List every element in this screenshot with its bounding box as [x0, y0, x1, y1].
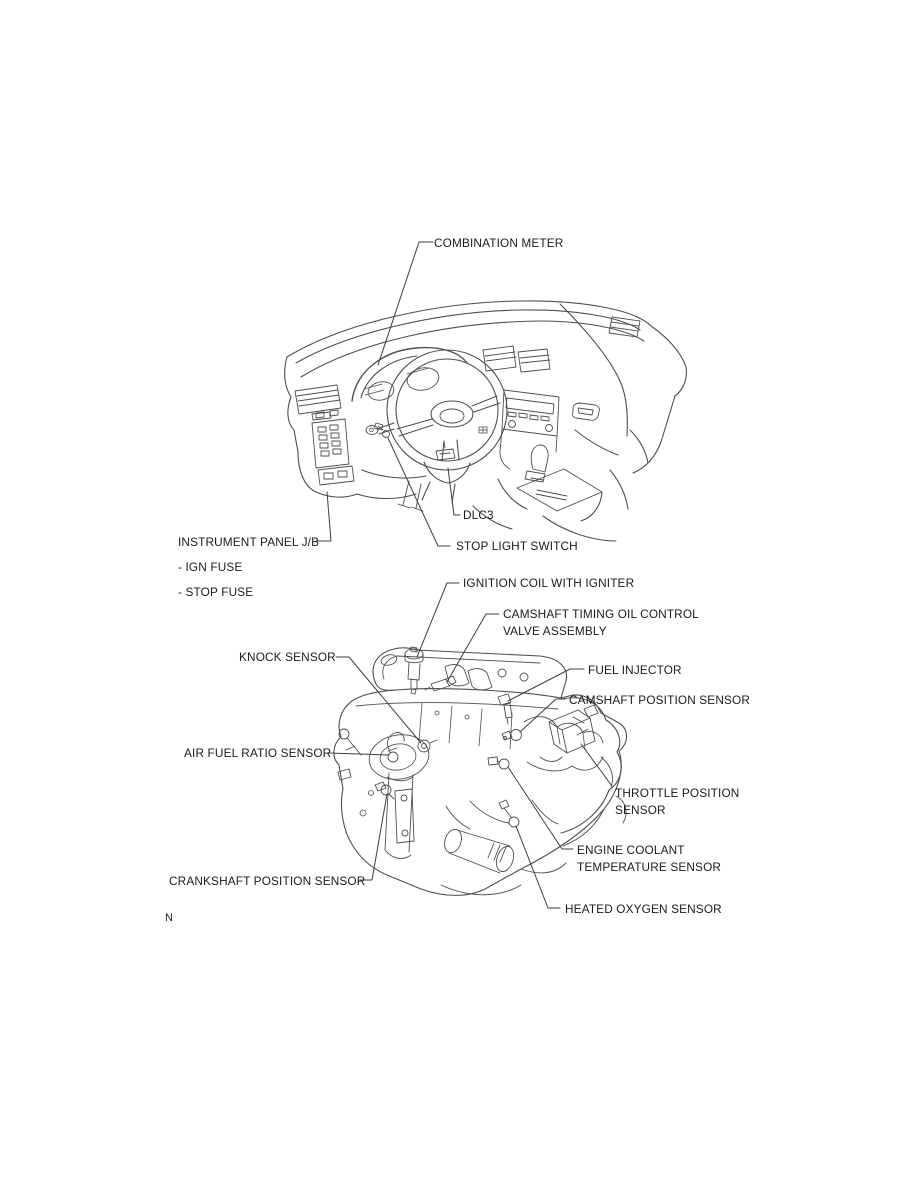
- exhaust-converter: [444, 800, 515, 874]
- leader-ignition-coil: [416, 582, 460, 658]
- dlc3-connector: [435, 440, 456, 461]
- leader-heated-oxygen-sensor: [515, 825, 561, 909]
- air-fuel-ratio-sensor-part: [387, 732, 405, 763]
- label-camshaft-timing-oil-control-valve: CAMSHAFT TIMING OIL CONTROL VALVE ASSEMB…: [503, 607, 699, 638]
- leader-air-fuel-ratio-sensor: [328, 752, 390, 756]
- knock-sensor-part: [417, 739, 438, 753]
- dashboard-illustration: [284, 300, 687, 542]
- crankshaft-position-sensor-part: [374, 781, 395, 800]
- label-combination-meter: COMBINATION METER: [434, 236, 564, 250]
- fuel-injector-part: [497, 693, 513, 725]
- leader-throttle-position-sensor: [580, 743, 613, 787]
- label-air-fuel-ratio-sensor: AIR FUEL RATIO SENSOR: [184, 746, 332, 760]
- door-handle: [572, 402, 600, 421]
- label-instrument-panel-jb: INSTRUMENT PANEL J/B: [178, 535, 320, 549]
- label-fuel-injector: FUEL INJECTOR: [588, 663, 682, 677]
- left-air-vent: [294, 384, 342, 421]
- label-stop-light-switch: STOP LIGHT SWITCH: [456, 539, 578, 553]
- label-crankshaft-position-sensor: CRANKSHAFT POSITION SENSOR: [169, 874, 366, 888]
- label-knock-sensor: KNOCK SENSOR: [239, 650, 336, 664]
- gear-shifter: [516, 444, 603, 512]
- leader-stop-light-switch: [387, 437, 451, 547]
- label-engine-coolant-temperature-sensor: ENGINE COOLANT TEMPERATURE SENSOR: [577, 843, 722, 874]
- stop-light-switch-part: [373, 422, 390, 438]
- center-stack: [499, 389, 560, 470]
- leader-oil-control-valve: [446, 613, 500, 683]
- camshaft-position-sensor-part: [501, 729, 522, 741]
- exhaust-downpipe: [384, 772, 415, 859]
- center-air-vents: [482, 345, 551, 373]
- right-air-vent: [608, 316, 641, 338]
- instrument-panel-jb-box: [311, 409, 355, 486]
- label-stop-fuse: - STOP FUSE: [178, 585, 254, 599]
- leader-knock-sensor: [335, 656, 422, 744]
- label-ign-fuse: - IGN FUSE: [178, 560, 243, 574]
- leader-engine-coolant-sensor: [507, 766, 574, 850]
- throttle-body-part: [548, 704, 599, 754]
- combination-meter-cluster: [351, 346, 468, 402]
- leader-combination-meter: [377, 241, 434, 366]
- engine-illustration: [333, 646, 628, 896]
- label-throttle-position-sensor: THROTTLE POSITION SENSOR: [615, 786, 740, 817]
- leader-instrument-panel-jb: [316, 491, 332, 542]
- steering-wheel: [386, 349, 508, 471]
- heated-oxygen-sensor-part: [498, 799, 520, 828]
- leader-lines: [316, 241, 613, 909]
- label-heated-oxygen-sensor: HEATED OXYGEN SENSOR: [565, 902, 722, 916]
- label-ignition-coil-with-igniter: IGNITION COIL WITH IGNITER: [463, 576, 635, 590]
- leader-camshaft-position-sensor: [519, 698, 566, 733]
- oil-control-valve-part: [424, 675, 457, 692]
- leader-crankshaft-position-sensor: [359, 793, 388, 881]
- coolant-temp-sensor-part: [487, 756, 510, 770]
- page-marker: N: [165, 912, 173, 924]
- oil-dipstick: [338, 728, 362, 756]
- label-camshaft-position-sensor: CAMSHAFT POSITION SENSOR: [569, 693, 751, 707]
- label-dlc3: DLC3: [463, 508, 494, 522]
- leader-fuel-injector: [507, 668, 585, 702]
- ignition-coil-part: [404, 646, 424, 695]
- leader-dlc3: [447, 467, 461, 516]
